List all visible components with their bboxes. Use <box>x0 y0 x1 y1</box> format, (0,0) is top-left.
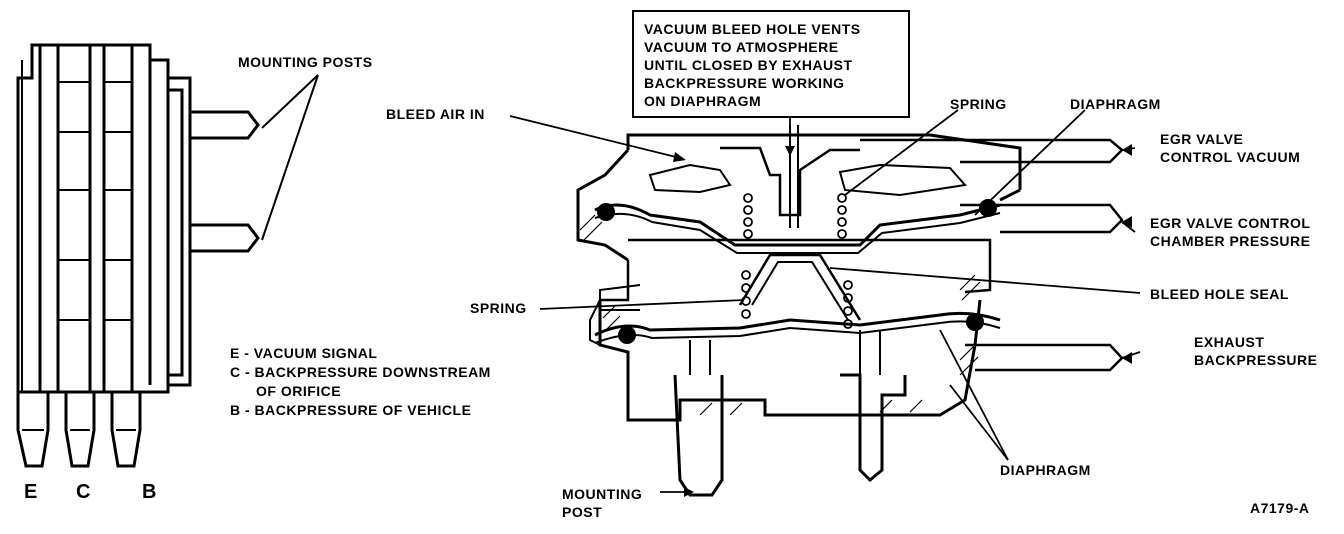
housing-hatching <box>579 214 981 416</box>
leader-arrowheads <box>673 144 1132 497</box>
mounting-post-label-1: MOUNTING <box>562 486 643 502</box>
side-view-transducer <box>16 43 260 468</box>
diaphragm-bottom-label: DIAPHRAGM <box>1000 462 1091 478</box>
legend-line-4: B - BACKPRESSURE OF VEHICLE <box>230 402 472 418</box>
bleed-air-in-label: BLEED AIR IN <box>386 106 485 122</box>
port-label-b: B <box>142 481 157 503</box>
exhaust-label-1: EXHAUST <box>1194 334 1265 350</box>
spring-left-label: SPRING <box>470 300 527 316</box>
port-label-e: E <box>24 481 38 503</box>
cross-section <box>576 125 1124 497</box>
egr-vacuum-label-1: EGR VALVE <box>1160 131 1244 147</box>
egr-vacuum-label-2: CONTROL VACUUM <box>1160 149 1301 165</box>
egr-chamber-label-2: CHAMBER PRESSURE <box>1150 233 1311 249</box>
legend-line-3: OF ORIFICE <box>256 383 342 399</box>
legend-line-2: C - BACKPRESSURE DOWNSTREAM <box>230 364 491 380</box>
callout-line-4: BACKPRESSURE WORKING <box>644 75 845 91</box>
diaphragm-seal-beads <box>597 199 997 344</box>
leader-lines <box>509 109 1141 493</box>
callout-line-1: VACUUM BLEED HOLE VENTS <box>644 21 861 37</box>
mounting-post-label-2: POST <box>562 504 603 520</box>
bleed-hole-seal-label: BLEED HOLE SEAL <box>1150 286 1289 302</box>
callout-line-2: VACUUM TO ATMOSPHERE <box>644 39 839 55</box>
diaphragm-top-label: DIAPHRAGM <box>1070 96 1161 112</box>
mounting-posts-leaders <box>261 74 319 241</box>
callout-line-5: ON DIAPHRAGM <box>644 93 762 109</box>
exhaust-label-2: BACKPRESSURE <box>1194 352 1318 368</box>
egr-chamber-label-1: EGR VALVE CONTROL <box>1150 215 1311 231</box>
callout-line-3: UNTIL CLOSED BY EXHAUST <box>644 57 853 73</box>
legend-line-1: E - VACUUM SIGNAL <box>230 345 378 361</box>
spring-top-label: SPRING <box>950 96 1007 112</box>
bleed-hole-callout: VACUUM BLEED HOLE VENTS VACUUM TO ATMOSP… <box>632 10 910 118</box>
spring-coils <box>741 193 853 329</box>
port-label-c: C <box>76 481 91 503</box>
figure-id-label: A7179-A <box>1250 500 1310 516</box>
mounting-posts-label: MOUNTING POSTS <box>238 54 373 70</box>
